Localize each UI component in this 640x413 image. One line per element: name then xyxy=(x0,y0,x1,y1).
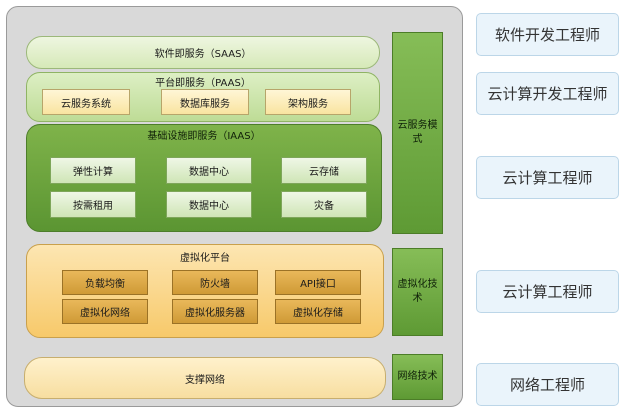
iaas-item-data-center: 数据中心 xyxy=(166,157,252,184)
iaas-item-cloud-storage: 云存储 xyxy=(281,157,367,184)
side-label-network-tech: 网络技术 xyxy=(392,354,443,400)
side-label-cloud-service-model: 云服务模式 xyxy=(392,32,443,234)
virt-item-virtual-network: 虚拟化网络 xyxy=(62,299,148,324)
paas-item-cloud-service-system: 云服务系统 xyxy=(42,89,130,115)
iaas-item-on-demand-rental: 按需租用 xyxy=(50,191,136,218)
side-label-virtualization-tech: 虚拟化技术 xyxy=(392,248,443,336)
role-cloud-engineer: 云计算工程师 xyxy=(476,156,619,199)
virt-item-virtual-storage: 虚拟化存储 xyxy=(275,299,361,324)
iaas-item-data-center-2: 数据中心 xyxy=(166,191,252,218)
role-cloud-engineer-2: 云计算工程师 xyxy=(476,270,619,313)
role-cloud-developer: 云计算开发工程师 xyxy=(476,72,619,115)
virt-item-load-balancing: 负载均衡 xyxy=(62,270,148,295)
iaas-item-elastic-compute: 弹性计算 xyxy=(50,157,136,184)
paas-title: 平台即服务（PAAS） xyxy=(155,77,251,89)
role-software-developer: 软件开发工程师 xyxy=(476,13,619,56)
paas-item-database-service: 数据库服务 xyxy=(161,89,249,115)
paas-item-architecture-service: 架构服务 xyxy=(265,89,351,115)
iaas-title: 基础设施即服务（IAAS） xyxy=(147,130,261,142)
virt-item-virtual-server: 虚拟化服务器 xyxy=(172,299,258,324)
virt-item-api: API接口 xyxy=(275,270,361,295)
virtualization-title: 虚拟化平台 xyxy=(180,252,230,264)
iaas-item-disaster-recovery: 灾备 xyxy=(281,191,367,218)
role-network-engineer: 网络工程师 xyxy=(476,363,619,406)
saas-layer: 软件即服务（SAAS） xyxy=(26,36,380,69)
virt-item-firewall: 防火墙 xyxy=(172,270,258,295)
support-network-layer: 支撑网络 xyxy=(24,357,386,399)
